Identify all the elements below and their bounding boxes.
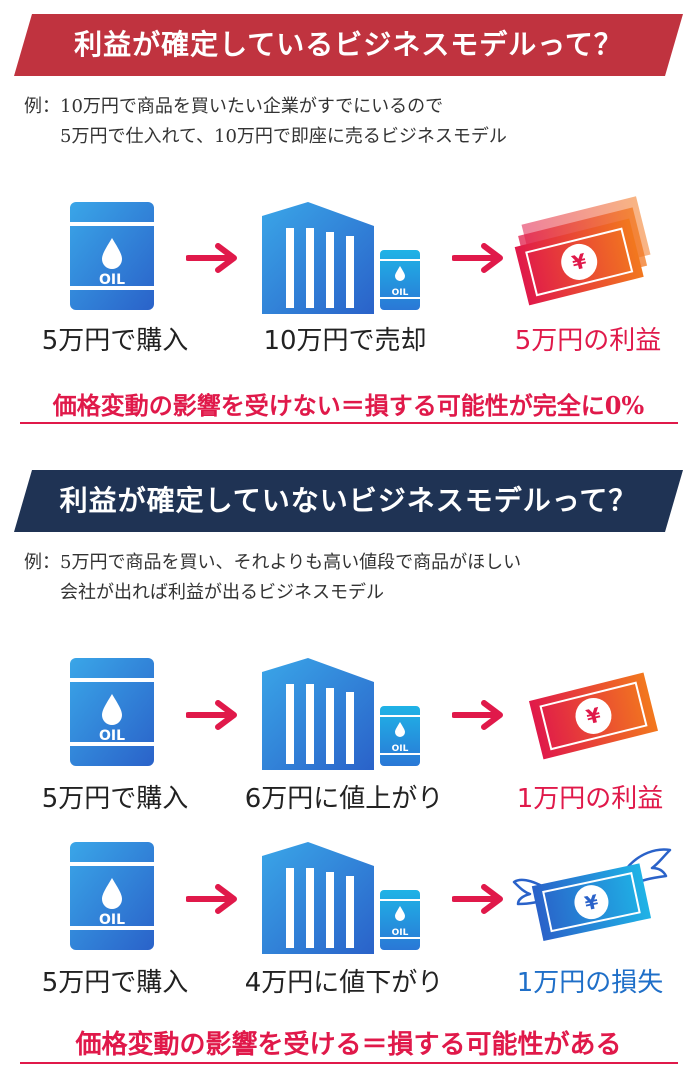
- arrow-right-icon: [451, 884, 504, 918]
- arrow-right-icon: [451, 700, 504, 734]
- flying-money-icon: ¥: [512, 842, 672, 952]
- yen-bill-icon: ¥: [526, 664, 660, 768]
- example-line1: 5万円で商品を買い、それよりも高い値段で商品がほしい: [60, 552, 522, 573]
- barrel-label-small: OIL: [392, 928, 409, 938]
- factory-building-icon: OIL: [262, 198, 422, 318]
- barrel-label: OIL: [99, 272, 125, 288]
- step-sell: 10万円で売却: [263, 326, 427, 356]
- section1-title: 利益が確定しているビジネスモデルって？: [74, 28, 623, 61]
- section1-example: 例：10万円で商品を買いたい企業がすでにいるので 5万円で仕入れて、10万円で即…: [24, 92, 507, 152]
- yen-symbol: ¥: [583, 891, 601, 915]
- section2-banner: 利益が確定していないビジネスモデルって？: [14, 470, 683, 532]
- section2-summary-underline: [20, 1062, 678, 1064]
- arrow-right-icon: [185, 884, 238, 918]
- section2-summary: 価格変動の影響を受ける＝損する可能性がある: [75, 1030, 622, 1060]
- barrel-label-small: OIL: [392, 288, 409, 298]
- arrow-right-icon: [185, 243, 238, 277]
- section2-title: 利益が確定していないビジネスモデルって？: [59, 484, 638, 517]
- yen-symbol: ¥: [584, 703, 603, 730]
- step-buy: 5万円で購入: [41, 326, 189, 356]
- row1-result-profit: 1万円の利益: [516, 784, 664, 814]
- yen-symbol: ¥: [570, 249, 589, 276]
- factory-building-icon: OIL: [262, 654, 422, 774]
- row2-price-down: 4万円に値下がり: [244, 968, 444, 998]
- row2-buy: 5万円で購入: [41, 968, 189, 998]
- factory-building-icon: OIL: [262, 838, 422, 958]
- section1-summary: 価格変動の影響を受けない＝損する可能性が完全に0%: [52, 391, 645, 420]
- barrel-label: OIL: [99, 728, 125, 744]
- example-line2: 5万円で仕入れて、10万円で即座に売るビジネスモデル: [60, 126, 507, 147]
- row1-price-up: 6万円に値上がり: [244, 784, 444, 814]
- example-line2: 会社が出れば利益が出るビジネスモデル: [60, 582, 384, 603]
- section2-example: 例：5万円で商品を買い、それよりも高い値段で商品がほしい 会社が出れば利益が出る…: [24, 548, 521, 608]
- row2-result-loss: 1万円の損失: [516, 968, 664, 998]
- example-line1: 10万円で商品を買いたい企業がすでにいるので: [60, 96, 444, 117]
- oil-barrel-icon: OIL: [66, 656, 158, 772]
- example-lead: 例：: [24, 552, 60, 573]
- arrow-right-icon: [451, 243, 504, 277]
- step-result-profit: 5万円の利益: [514, 326, 662, 356]
- example-lead: 例：: [24, 96, 60, 117]
- section1-banner: 利益が確定しているビジネスモデルって？: [14, 14, 683, 76]
- arrow-right-icon: [185, 700, 238, 734]
- oil-barrel-icon: OIL: [66, 840, 158, 956]
- yen-bills-stack-icon: ¥: [512, 196, 660, 312]
- oil-barrel-icon: OIL: [66, 200, 158, 316]
- barrel-label-small: OIL: [392, 744, 409, 754]
- row1-buy: 5万円で購入: [41, 784, 189, 814]
- barrel-label: OIL: [99, 912, 125, 928]
- section1-summary-underline: [20, 422, 678, 424]
